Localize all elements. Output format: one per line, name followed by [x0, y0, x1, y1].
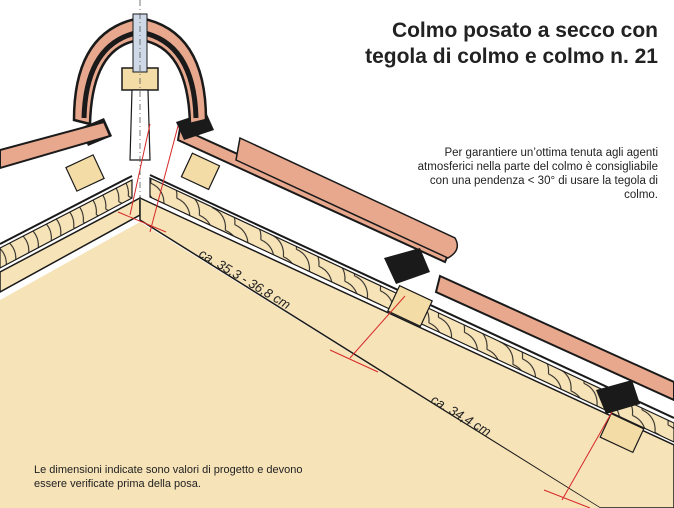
right-roof-tiles — [176, 126, 674, 402]
diagram-title: Colmo posato a secco con tegola di colmo… — [298, 18, 658, 70]
measurement-lines — [117, 123, 613, 508]
title-line-2: tegola di colmo e colmo n. 21 — [365, 45, 658, 68]
ridge-bracket — [129, 89, 151, 161]
right-roof-board — [139, 196, 674, 508]
title-line-1: Colmo posato a secco con — [391, 19, 658, 42]
left-membrane — [0, 175, 133, 245]
left-batten-strip — [0, 179, 133, 269]
dimensions-disclaimer: Le dimensioni indicate sono valori di pr… — [34, 464, 303, 490]
support-battens — [65, 152, 645, 454]
left-roof-tiles — [0, 120, 112, 170]
roof-interior — [0, 222, 600, 508]
tile-hooks — [80, 112, 640, 414]
ridge-tile-note: Per garantiere un’ottima tenuta agli age… — [417, 147, 658, 201]
